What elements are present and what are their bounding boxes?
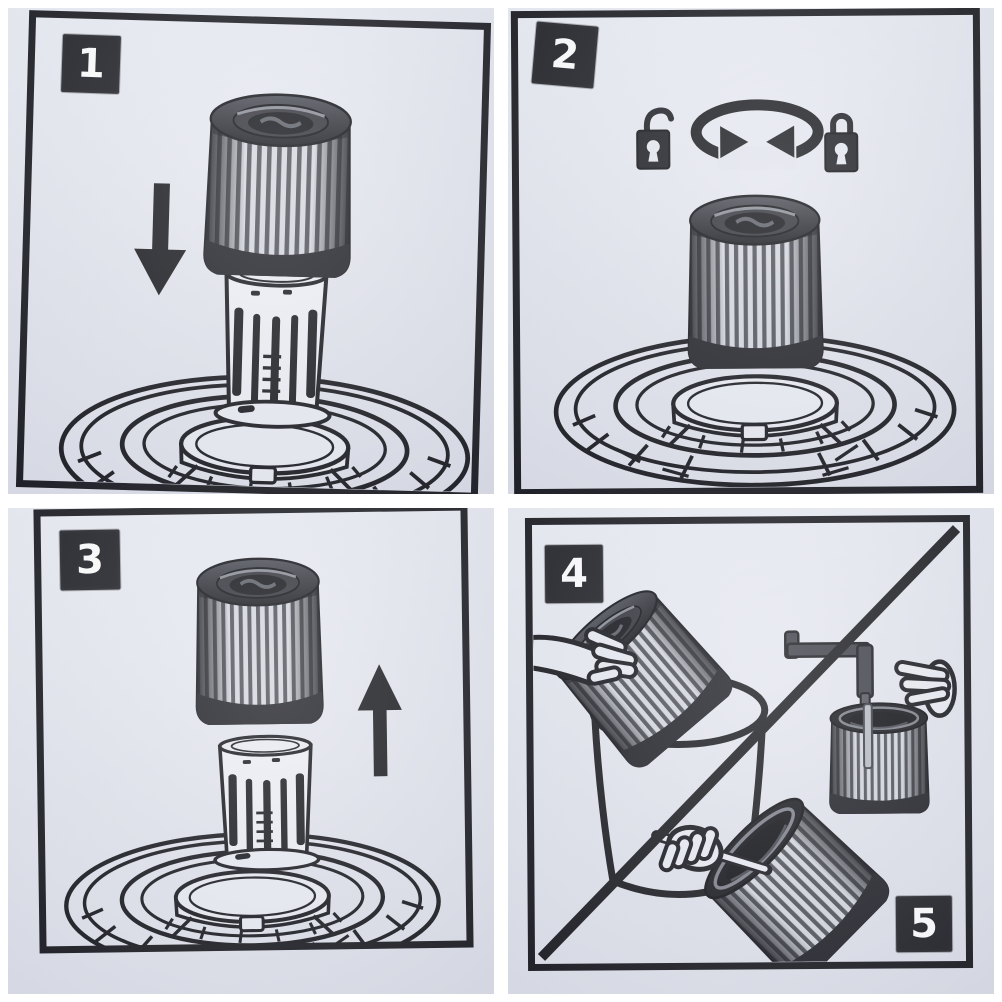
step-number: 1 bbox=[76, 40, 106, 88]
lock-icon bbox=[824, 112, 859, 173]
panel-border bbox=[33, 508, 474, 954]
filter-cartridge bbox=[685, 193, 825, 371]
panel-steps-4-5: 4 5 bbox=[508, 508, 994, 994]
panel-border bbox=[510, 8, 984, 494]
arrow-down-icon bbox=[132, 182, 188, 297]
step1-illustration bbox=[15, 10, 492, 494]
step3-illustration bbox=[33, 508, 474, 954]
filter-cartridge bbox=[192, 556, 326, 728]
hand-icon bbox=[894, 659, 957, 718]
step-badge-2: 2 bbox=[531, 21, 599, 89]
water-stream bbox=[862, 703, 874, 770]
rotate-arrows-icon bbox=[690, 99, 824, 171]
filter-cartridge bbox=[827, 701, 931, 816]
filter-cartridge bbox=[204, 93, 355, 279]
panel-step-3: 3 bbox=[8, 508, 494, 994]
step2-illustration bbox=[510, 8, 984, 494]
hand-icon bbox=[658, 824, 724, 873]
step4-5-illustration bbox=[524, 514, 974, 972]
panel-border bbox=[15, 10, 492, 494]
spindle bbox=[211, 733, 321, 873]
hand-icon bbox=[532, 627, 639, 686]
prohibition-slash-icon bbox=[537, 525, 961, 961]
spindle bbox=[213, 258, 336, 431]
unlock-icon bbox=[636, 107, 675, 170]
panel-step-1: 1 bbox=[8, 8, 494, 494]
panel-step-2: 2 bbox=[508, 8, 994, 494]
step-badge-1: 1 bbox=[61, 34, 121, 94]
step-number: 5 bbox=[909, 900, 939, 948]
step-badge-4: 4 bbox=[544, 544, 604, 604]
step-badge-5: 5 bbox=[895, 895, 953, 953]
panel-border bbox=[524, 514, 974, 972]
step-number: 4 bbox=[559, 550, 589, 598]
step-number: 2 bbox=[549, 30, 581, 80]
step-badge-3: 3 bbox=[59, 529, 121, 591]
arrow-up-icon bbox=[357, 663, 403, 777]
step-number: 3 bbox=[75, 536, 105, 584]
filter-cartridge bbox=[690, 784, 897, 964]
